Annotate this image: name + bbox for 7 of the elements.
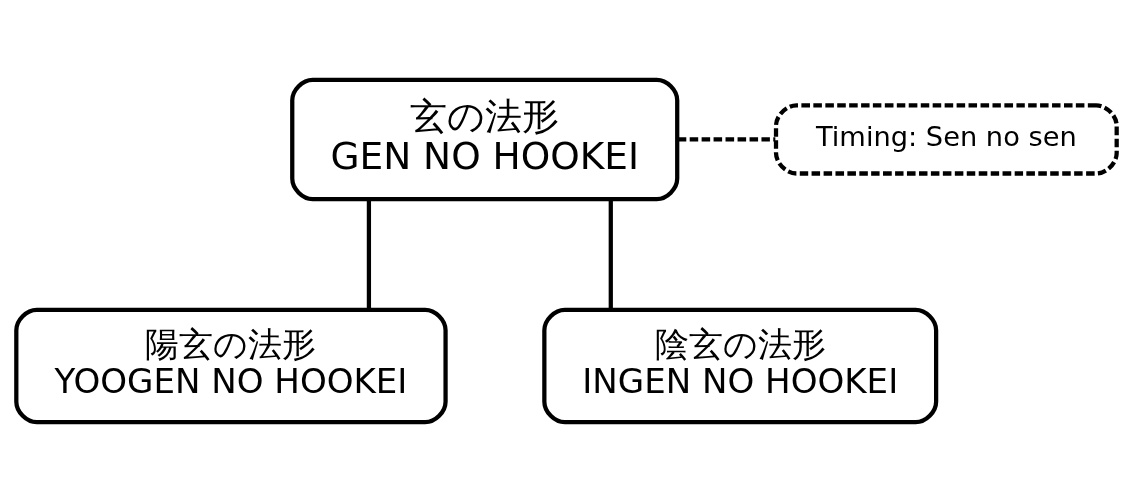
connector	[608, 199, 613, 310]
connector	[677, 137, 776, 142]
node-box: 玄の法形 GEN NO HOOKEI	[290, 77, 680, 202]
node-box: 陰玄の法形 INGEN NO HOOKEI	[542, 307, 939, 425]
node-box: Timing: Sen no sen	[773, 103, 1119, 176]
node-box: 陽玄の法形 YOOGEN NO HOOKEI	[14, 307, 448, 425]
connector	[366, 199, 372, 310]
